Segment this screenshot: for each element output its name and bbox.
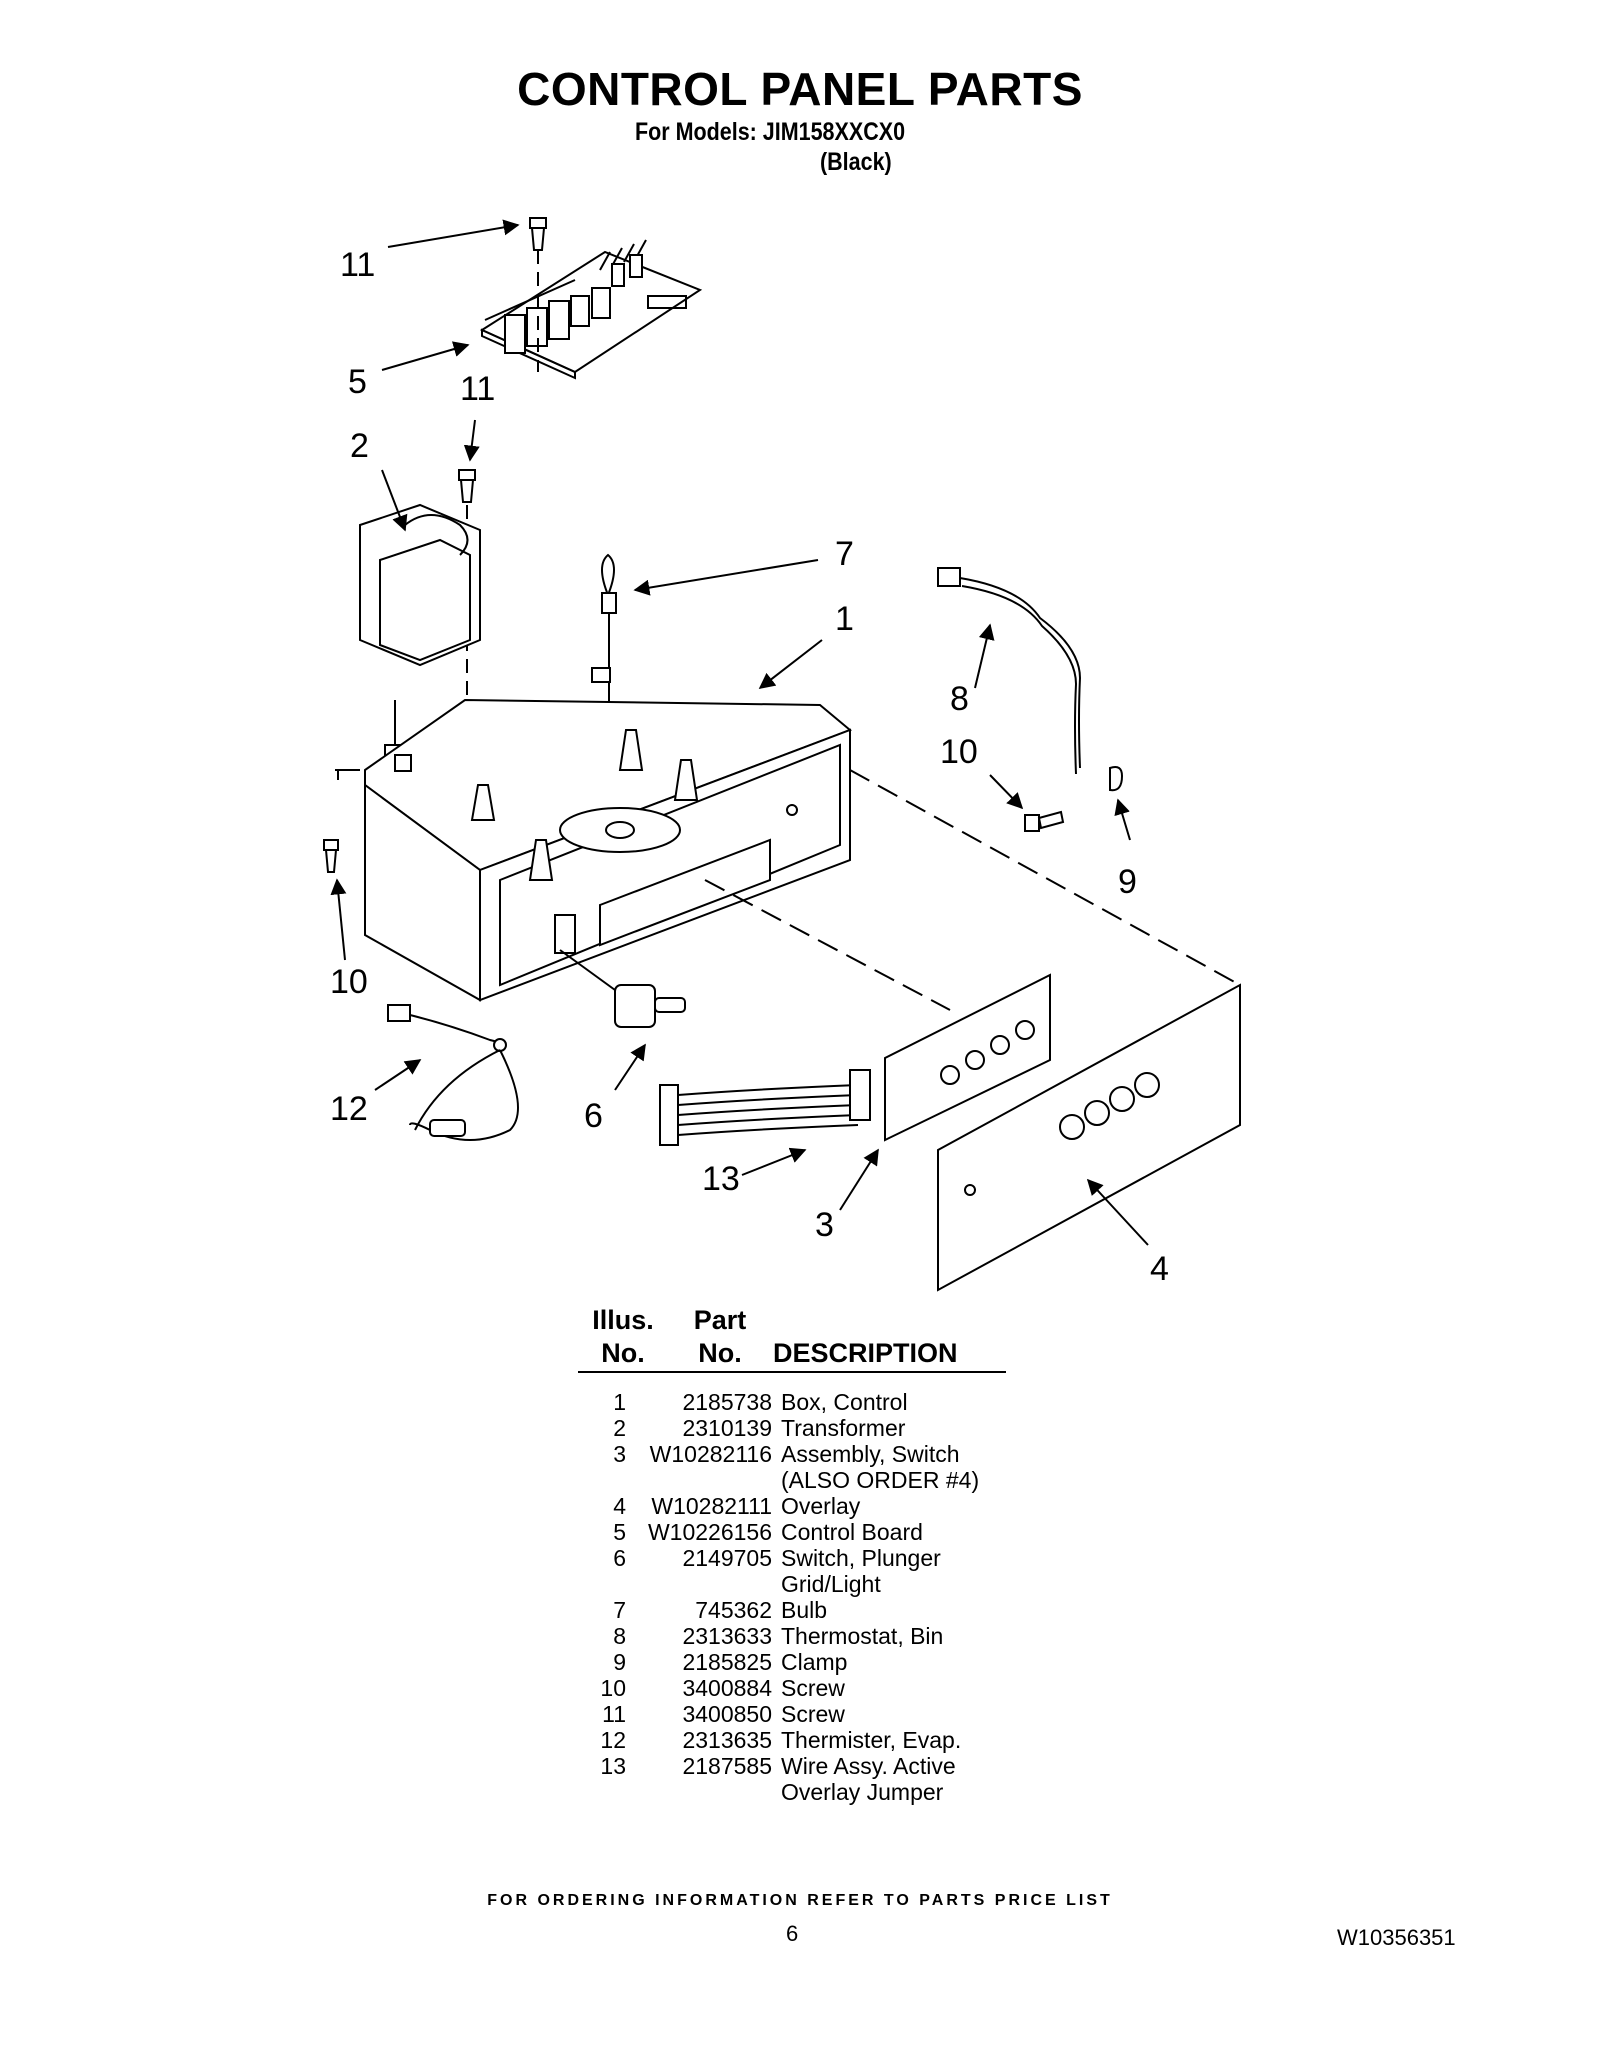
- document-code: W10356351: [1337, 1925, 1456, 1950]
- callout-6: 6: [584, 1097, 603, 1135]
- header-description: DESCRIPTION: [773, 1338, 958, 1368]
- illus-number: 12: [600, 1727, 626, 1753]
- models-line: For Models: JIM158XXCX0: [635, 118, 906, 146]
- screw-top-drawing: [529, 217, 547, 372]
- header-illus: Illus.: [592, 1305, 654, 1335]
- part-number: 2310139: [682, 1415, 772, 1441]
- illus-number: 5: [613, 1519, 626, 1545]
- part-description: Overlay Jumper: [781, 1779, 944, 1805]
- callout-4: 4: [1150, 1250, 1169, 1288]
- wire-assembly-drawing: [659, 1069, 871, 1146]
- part-description: Clamp: [781, 1649, 848, 1675]
- screw-right-drawing: [1024, 810, 1065, 832]
- part-description: Thermister, Evap.: [781, 1727, 962, 1753]
- callout-10-left: 10: [330, 963, 368, 1001]
- illus-number: 6: [613, 1545, 626, 1571]
- callout-9: 9: [1118, 863, 1137, 901]
- callout-5: 5: [348, 363, 367, 401]
- part-number: 2187585: [682, 1753, 772, 1779]
- callout-10-right: 10: [940, 733, 978, 771]
- part-number: 745362: [695, 1597, 772, 1623]
- part-description: Control Board: [781, 1519, 923, 1545]
- part-description: Bulb: [781, 1597, 828, 1623]
- part-number: W10282111: [651, 1493, 772, 1519]
- part-description: Thermostat, Bin: [781, 1623, 944, 1649]
- part-description: Screw: [781, 1701, 845, 1727]
- part-description: Switch, Plunger: [781, 1545, 941, 1571]
- callout-3: 3: [815, 1206, 834, 1244]
- callout-11-top: 11: [340, 246, 376, 284]
- header-part-no: No.: [698, 1338, 742, 1368]
- exploded-parts-diagram: [323, 217, 1241, 1292]
- bin-thermostat-drawing: [937, 567, 1082, 775]
- part-description: Box, Control: [781, 1389, 908, 1415]
- transformer-drawing: [359, 503, 481, 771]
- part-number: 2313633: [682, 1623, 772, 1649]
- callout-1: 1: [835, 600, 854, 638]
- part-number: 2185825: [682, 1649, 772, 1675]
- part-description: Grid/Light: [781, 1571, 881, 1597]
- control-board-drawing: [479, 239, 703, 380]
- part-description: (ALSO ORDER #4): [781, 1467, 980, 1493]
- callout-13: 13: [702, 1160, 740, 1198]
- header-illus-no: No.: [601, 1338, 645, 1368]
- header-rule: [578, 1371, 1006, 1373]
- part-number: 2149705: [682, 1545, 772, 1571]
- page-number: 6: [786, 1921, 799, 1946]
- part-description: Assembly, Switch: [781, 1441, 960, 1467]
- clamp-drawing: [1109, 766, 1124, 792]
- part-number: 3400850: [682, 1701, 772, 1727]
- part-description: Wire Assy. Active: [781, 1753, 956, 1779]
- part-description: Transformer: [781, 1415, 906, 1441]
- illus-number: 2: [613, 1415, 626, 1441]
- switch-assembly-drawing: [884, 973, 1051, 1142]
- illus-number: 4: [613, 1493, 626, 1519]
- part-number: W10282116: [649, 1441, 772, 1467]
- control-box-drawing: [364, 667, 852, 1002]
- plunger-switch-drawing: [559, 949, 686, 1028]
- callout-2: 2: [350, 427, 369, 465]
- callout-12: 12: [330, 1090, 368, 1128]
- callout-8: 8: [950, 680, 969, 718]
- part-number: 2313635: [682, 1727, 772, 1753]
- callout-11-mid: 11: [460, 370, 496, 408]
- part-number: 2185738: [682, 1389, 772, 1415]
- header-part: Part: [693, 1305, 747, 1335]
- ordering-note: FOR ORDERING INFORMATION REFER TO PARTS …: [487, 1892, 1113, 1909]
- illus-number: 11: [602, 1701, 626, 1727]
- illus-number: 8: [613, 1623, 626, 1649]
- part-description: Overlay: [781, 1493, 861, 1519]
- illus-number: 7: [613, 1597, 626, 1623]
- screw-left-drawing: [323, 770, 339, 873]
- page-title: CONTROL PANEL PARTS: [517, 63, 1083, 115]
- part-number: 3400884: [682, 1675, 772, 1701]
- evap-thermister-drawing: [387, 1004, 519, 1141]
- illus-number: 10: [600, 1675, 626, 1701]
- callout-7: 7: [835, 535, 854, 573]
- illus-number: 13: [600, 1753, 626, 1779]
- illus-number: 9: [613, 1649, 626, 1675]
- part-number: W10226156: [647, 1519, 772, 1545]
- model-color: (Black): [820, 148, 892, 176]
- illus-number: 3: [613, 1441, 626, 1467]
- illus-number: 1: [613, 1389, 626, 1415]
- part-description: Screw: [781, 1675, 845, 1701]
- overlay-drawing: [937, 983, 1241, 1292]
